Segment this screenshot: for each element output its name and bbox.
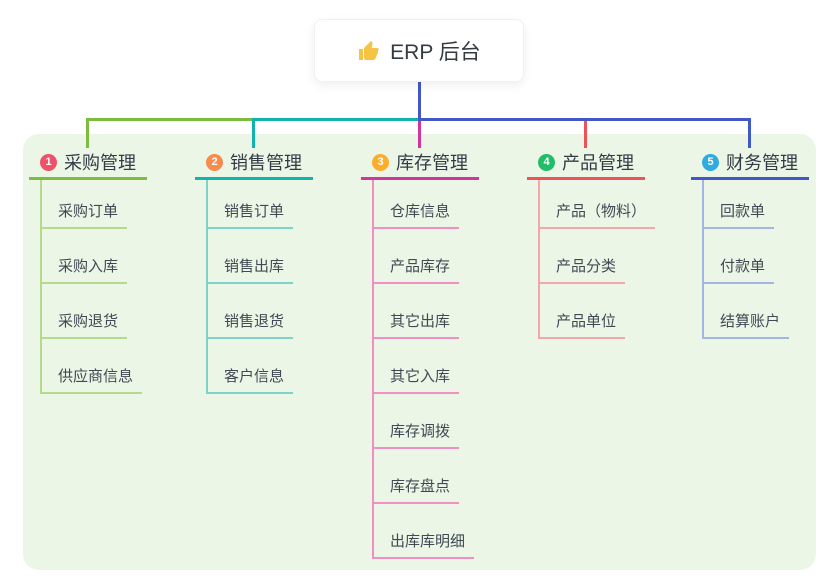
thumbs-up-icon [357, 39, 381, 63]
connector-segment-green [86, 118, 254, 121]
child-node[interactable]: 回款单 [704, 180, 775, 229]
branch-children-inventory: 仓库信息 产品库存 其它出库 其它入库 库存调拨 库存盘点 出库库明细 [372, 180, 475, 559]
child-node[interactable]: 供应商信息 [42, 339, 143, 394]
branch-node-sales[interactable]: 2 销售管理 [195, 147, 313, 180]
child-node[interactable]: 采购入库 [42, 229, 128, 284]
branch-node-inventory[interactable]: 3 库存管理 [361, 147, 479, 180]
child-node[interactable]: 采购退货 [42, 284, 128, 339]
branch-children-purchase: 采购订单 采购入库 采购退货 供应商信息 [40, 180, 143, 394]
connector-drop-purchase [86, 121, 89, 148]
branch-purchase: 1 采购管理 采购订单 采购入库 采购退货 供应商信息 [29, 147, 147, 394]
branch-number-badge: 3 [372, 153, 389, 171]
branch-children-sales: 销售订单 销售出库 销售退货 客户信息 [206, 180, 294, 394]
branch-finance: 5 财务管理 回款单 付款单 结算账户 [691, 147, 809, 339]
child-node[interactable]: 销售订单 [208, 180, 294, 229]
child-node[interactable]: 其它入库 [374, 339, 460, 394]
child-node[interactable]: 库存盘点 [374, 449, 460, 504]
child-node[interactable]: 库存调拨 [374, 394, 460, 449]
child-node[interactable]: 结算账户 [704, 284, 790, 339]
connector-drop-finance [748, 121, 751, 148]
child-node[interactable]: 采购订单 [42, 180, 128, 229]
branch-sales: 2 销售管理 销售订单 销售出库 销售退货 客户信息 [195, 147, 313, 394]
connector-drop-inventory [418, 121, 421, 148]
connector-segment-teal [252, 118, 420, 121]
branch-children-product: 产品（物料） 产品分类 产品单位 [538, 180, 656, 339]
child-node[interactable]: 销售出库 [208, 229, 294, 284]
branch-node-finance[interactable]: 5 财务管理 [691, 147, 809, 180]
child-node[interactable]: 产品单位 [540, 284, 626, 339]
branch-product: 4 产品管理 产品（物料） 产品分类 产品单位 [527, 147, 656, 339]
branch-label: 销售管理 [230, 153, 302, 173]
child-node[interactable]: 产品（物料） [540, 180, 656, 229]
branch-node-product[interactable]: 4 产品管理 [527, 147, 645, 180]
child-node[interactable]: 仓库信息 [374, 180, 460, 229]
child-node[interactable]: 产品分类 [540, 229, 626, 284]
root-node-label: ERP 后台 [390, 40, 481, 64]
child-node[interactable]: 客户信息 [208, 339, 294, 394]
branch-number-badge: 2 [206, 153, 223, 171]
branch-inventory: 3 库存管理 仓库信息 产品库存 其它出库 其它入库 库存调拨 库存盘点 出库库… [361, 147, 479, 559]
branch-number-badge: 4 [538, 153, 555, 171]
root-node[interactable]: ERP 后台 [314, 19, 524, 82]
child-node[interactable]: 其它出库 [374, 284, 460, 339]
child-node[interactable]: 付款单 [704, 229, 775, 284]
branch-number-badge: 1 [40, 153, 57, 171]
branch-label: 采购管理 [64, 153, 136, 173]
branches-panel [23, 134, 816, 570]
branch-label: 财务管理 [726, 153, 798, 173]
child-node[interactable]: 销售退货 [208, 284, 294, 339]
branch-number-badge: 5 [702, 153, 719, 171]
connector-segment-blue [418, 118, 751, 121]
connector-drop-product [584, 121, 587, 148]
branch-children-finance: 回款单 付款单 结算账户 [702, 180, 790, 339]
branch-label: 产品管理 [562, 153, 634, 173]
child-node[interactable]: 出库库明细 [374, 504, 475, 559]
connector-drop-sales [252, 121, 255, 148]
child-node[interactable]: 产品库存 [374, 229, 460, 284]
branch-node-purchase[interactable]: 1 采购管理 [29, 147, 147, 180]
connector-root-line [418, 82, 421, 121]
branch-label: 库存管理 [396, 153, 468, 173]
